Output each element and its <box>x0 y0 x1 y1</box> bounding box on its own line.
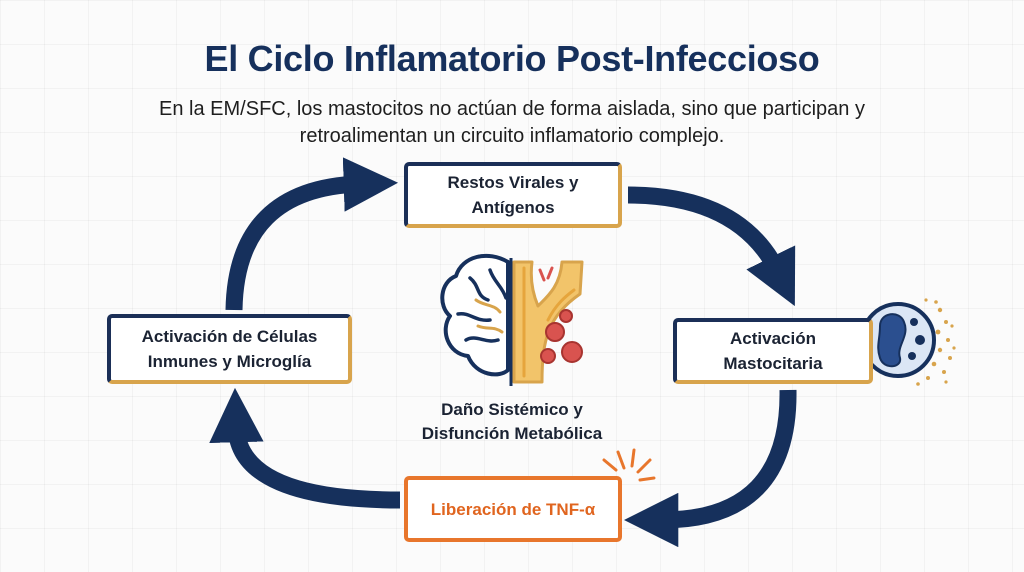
arrow-right-to-bottom <box>623 389 797 548</box>
node-viral-remnants: Restos Virales y Antígenos <box>404 162 622 228</box>
brain-and-blood-vessel-icon <box>440 253 584 386</box>
center-label: Daño Sistémico y Disfunción Metabólica <box>392 398 632 446</box>
node-immune-activation-line2: Inmunes y Microglía <box>147 352 312 371</box>
center-label-line1: Daño Sistémico y <box>441 400 583 419</box>
arrow-top-to-right <box>627 186 796 307</box>
center-label-line2: Disfunción Metabólica <box>421 424 603 443</box>
node-viral-remnants-line1: Restos Virales y <box>447 173 579 192</box>
node-immune-activation-line1: Activación de Células <box>141 327 318 346</box>
node-tnf-release: Liberación de TNF-α <box>404 476 622 542</box>
node-tnf-release-line1: Liberación de TNF-α <box>430 499 596 519</box>
page-subtitle: En la EM/SFC, los mastocitos no actúan d… <box>159 98 865 147</box>
node-viral-remnants-line2: Antígenos <box>471 198 555 217</box>
arrow-left-to-top <box>225 157 399 311</box>
mast-cell-degranulating-icon <box>860 298 956 386</box>
arrow-bottom-to-left <box>209 387 401 509</box>
node-mast-cell-activation-line2: Mastocitaria <box>723 354 823 373</box>
page-title: El Ciclo Inflamatorio Post-Infeccioso <box>204 38 820 79</box>
node-mast-cell-activation-line1: Activación <box>730 329 816 348</box>
burst-icon <box>602 448 656 482</box>
